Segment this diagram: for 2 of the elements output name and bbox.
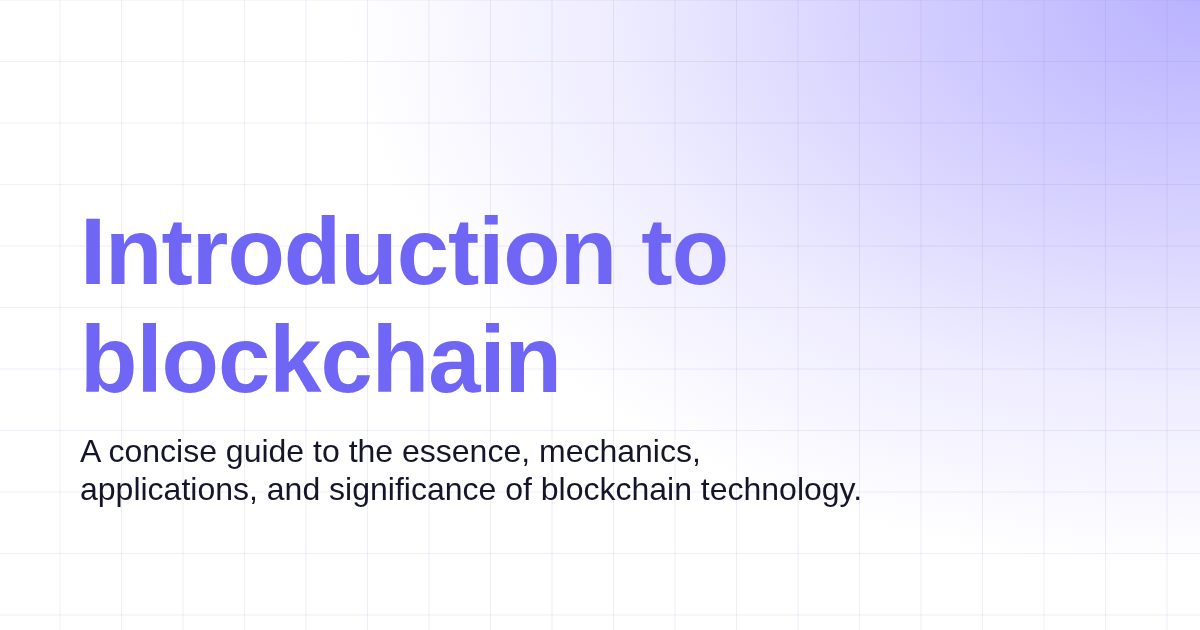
title: Introduction to blockchain	[80, 198, 730, 414]
subtitle: A concise guide to the essence, mechanics, applications, and significance of blockchain technology.	[80, 432, 864, 508]
